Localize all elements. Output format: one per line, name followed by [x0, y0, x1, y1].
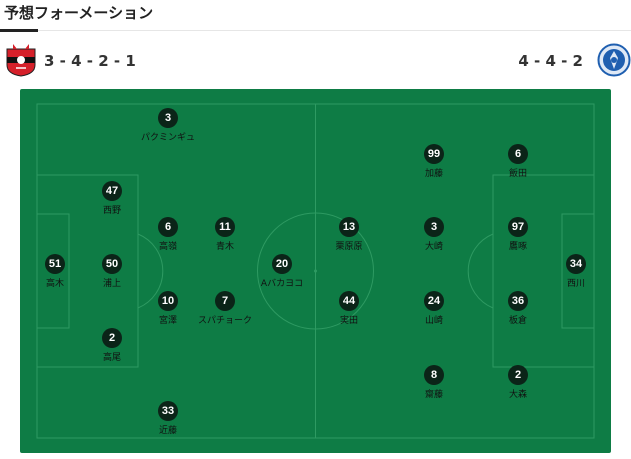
player-number: 99 — [424, 144, 444, 164]
player-name: 山崎 — [424, 316, 443, 326]
away-player-marker: 13 栗原原 — [309, 217, 389, 252]
player-name: パクミンギュ — [140, 133, 195, 143]
player-number: 44 — [339, 291, 359, 311]
mito-hollyhock-emblem-icon — [597, 43, 631, 77]
player-number: 34 — [566, 254, 586, 274]
player-number: 13 — [339, 217, 359, 237]
home-formation: 3 - 4 - 2 - 1 — [44, 52, 136, 70]
home-player-marker: 6 高嶺 — [128, 217, 208, 252]
player-name: 浦上 — [102, 279, 121, 289]
player-name: 高嶺 — [158, 242, 177, 252]
player-name: 高木 — [45, 279, 64, 289]
home-player-marker: 3 パクミンギュ — [128, 108, 208, 143]
player-number: 36 — [508, 291, 528, 311]
home-player-marker: 33 近藤 — [128, 401, 208, 436]
player-name: 板倉 — [508, 316, 527, 326]
team-formation-bar: 3 - 4 - 2 - 1 4 - 4 - 2 — [0, 40, 631, 82]
player-number: 6 — [508, 144, 528, 164]
away-formation: 4 - 4 - 2 — [518, 52, 583, 70]
player-name: 齋藤 — [424, 390, 443, 400]
player-number: 6 — [158, 217, 178, 237]
section-heading: 予想フォーメーション — [4, 4, 154, 22]
away-player-marker: 2 大森 — [478, 365, 558, 400]
consadole-sapporo-emblem-icon — [6, 44, 36, 77]
player-number: 20 — [272, 254, 292, 274]
player-number: 2 — [102, 328, 122, 348]
player-number: 11 — [215, 217, 235, 237]
away-player-marker: 44 実田 — [309, 291, 389, 326]
player-number: 51 — [45, 254, 65, 274]
away-player-marker: 6 飯田 — [478, 144, 558, 179]
home-player-marker: 51 高木 — [15, 254, 95, 289]
player-name: 近藤 — [158, 426, 177, 436]
player-number: 3 — [158, 108, 178, 128]
away-player-marker: 97 鷹啄 — [478, 217, 558, 252]
player-number: 33 — [158, 401, 178, 421]
player-name: 大森 — [508, 390, 527, 400]
away-player-marker: 3 大崎 — [394, 217, 474, 252]
home-player-marker: 47 西野 — [72, 181, 152, 216]
home-player-marker: 50 浦上 — [72, 254, 152, 289]
player-name: 大崎 — [424, 242, 443, 252]
player-name: 青木 — [215, 242, 234, 252]
player-number: 50 — [102, 254, 122, 274]
away-player-marker: 24 山崎 — [394, 291, 474, 326]
away-player-marker: 99 加藤 — [394, 144, 474, 179]
player-number: 8 — [424, 365, 444, 385]
player-name: スパチョーク — [197, 316, 252, 326]
heading-accent-bar — [0, 29, 38, 32]
player-name: 加藤 — [424, 169, 443, 179]
player-number: 7 — [215, 291, 235, 311]
away-player-marker: 34 西川 — [536, 254, 616, 289]
heading-divider — [0, 30, 631, 31]
player-name: 鷹啄 — [508, 242, 527, 252]
player-name: 栗原原 — [335, 242, 363, 252]
player-number: 47 — [102, 181, 122, 201]
home-player-marker: 11 青木 — [185, 217, 265, 252]
away-player-marker: 8 齋藤 — [394, 365, 474, 400]
player-name: 飯田 — [508, 169, 527, 179]
player-name: Aバカヨコ — [260, 279, 304, 289]
away-player-marker: 36 板倉 — [478, 291, 558, 326]
player-name: 西川 — [566, 279, 585, 289]
player-name: 西野 — [102, 206, 121, 216]
player-number: 24 — [424, 291, 444, 311]
player-name: 宮澤 — [158, 316, 177, 326]
home-player-marker: 2 高尾 — [72, 328, 152, 363]
home-player-marker: 7 スパチョーク — [185, 291, 265, 326]
player-name: 実田 — [339, 316, 358, 326]
player-number: 3 — [424, 217, 444, 237]
home-player-marker: 10 宮澤 — [128, 291, 208, 326]
player-number: 97 — [508, 217, 528, 237]
player-number: 10 — [158, 291, 178, 311]
player-name: 高尾 — [102, 353, 121, 363]
player-number: 2 — [508, 365, 528, 385]
pitch-lines — [36, 103, 595, 439]
